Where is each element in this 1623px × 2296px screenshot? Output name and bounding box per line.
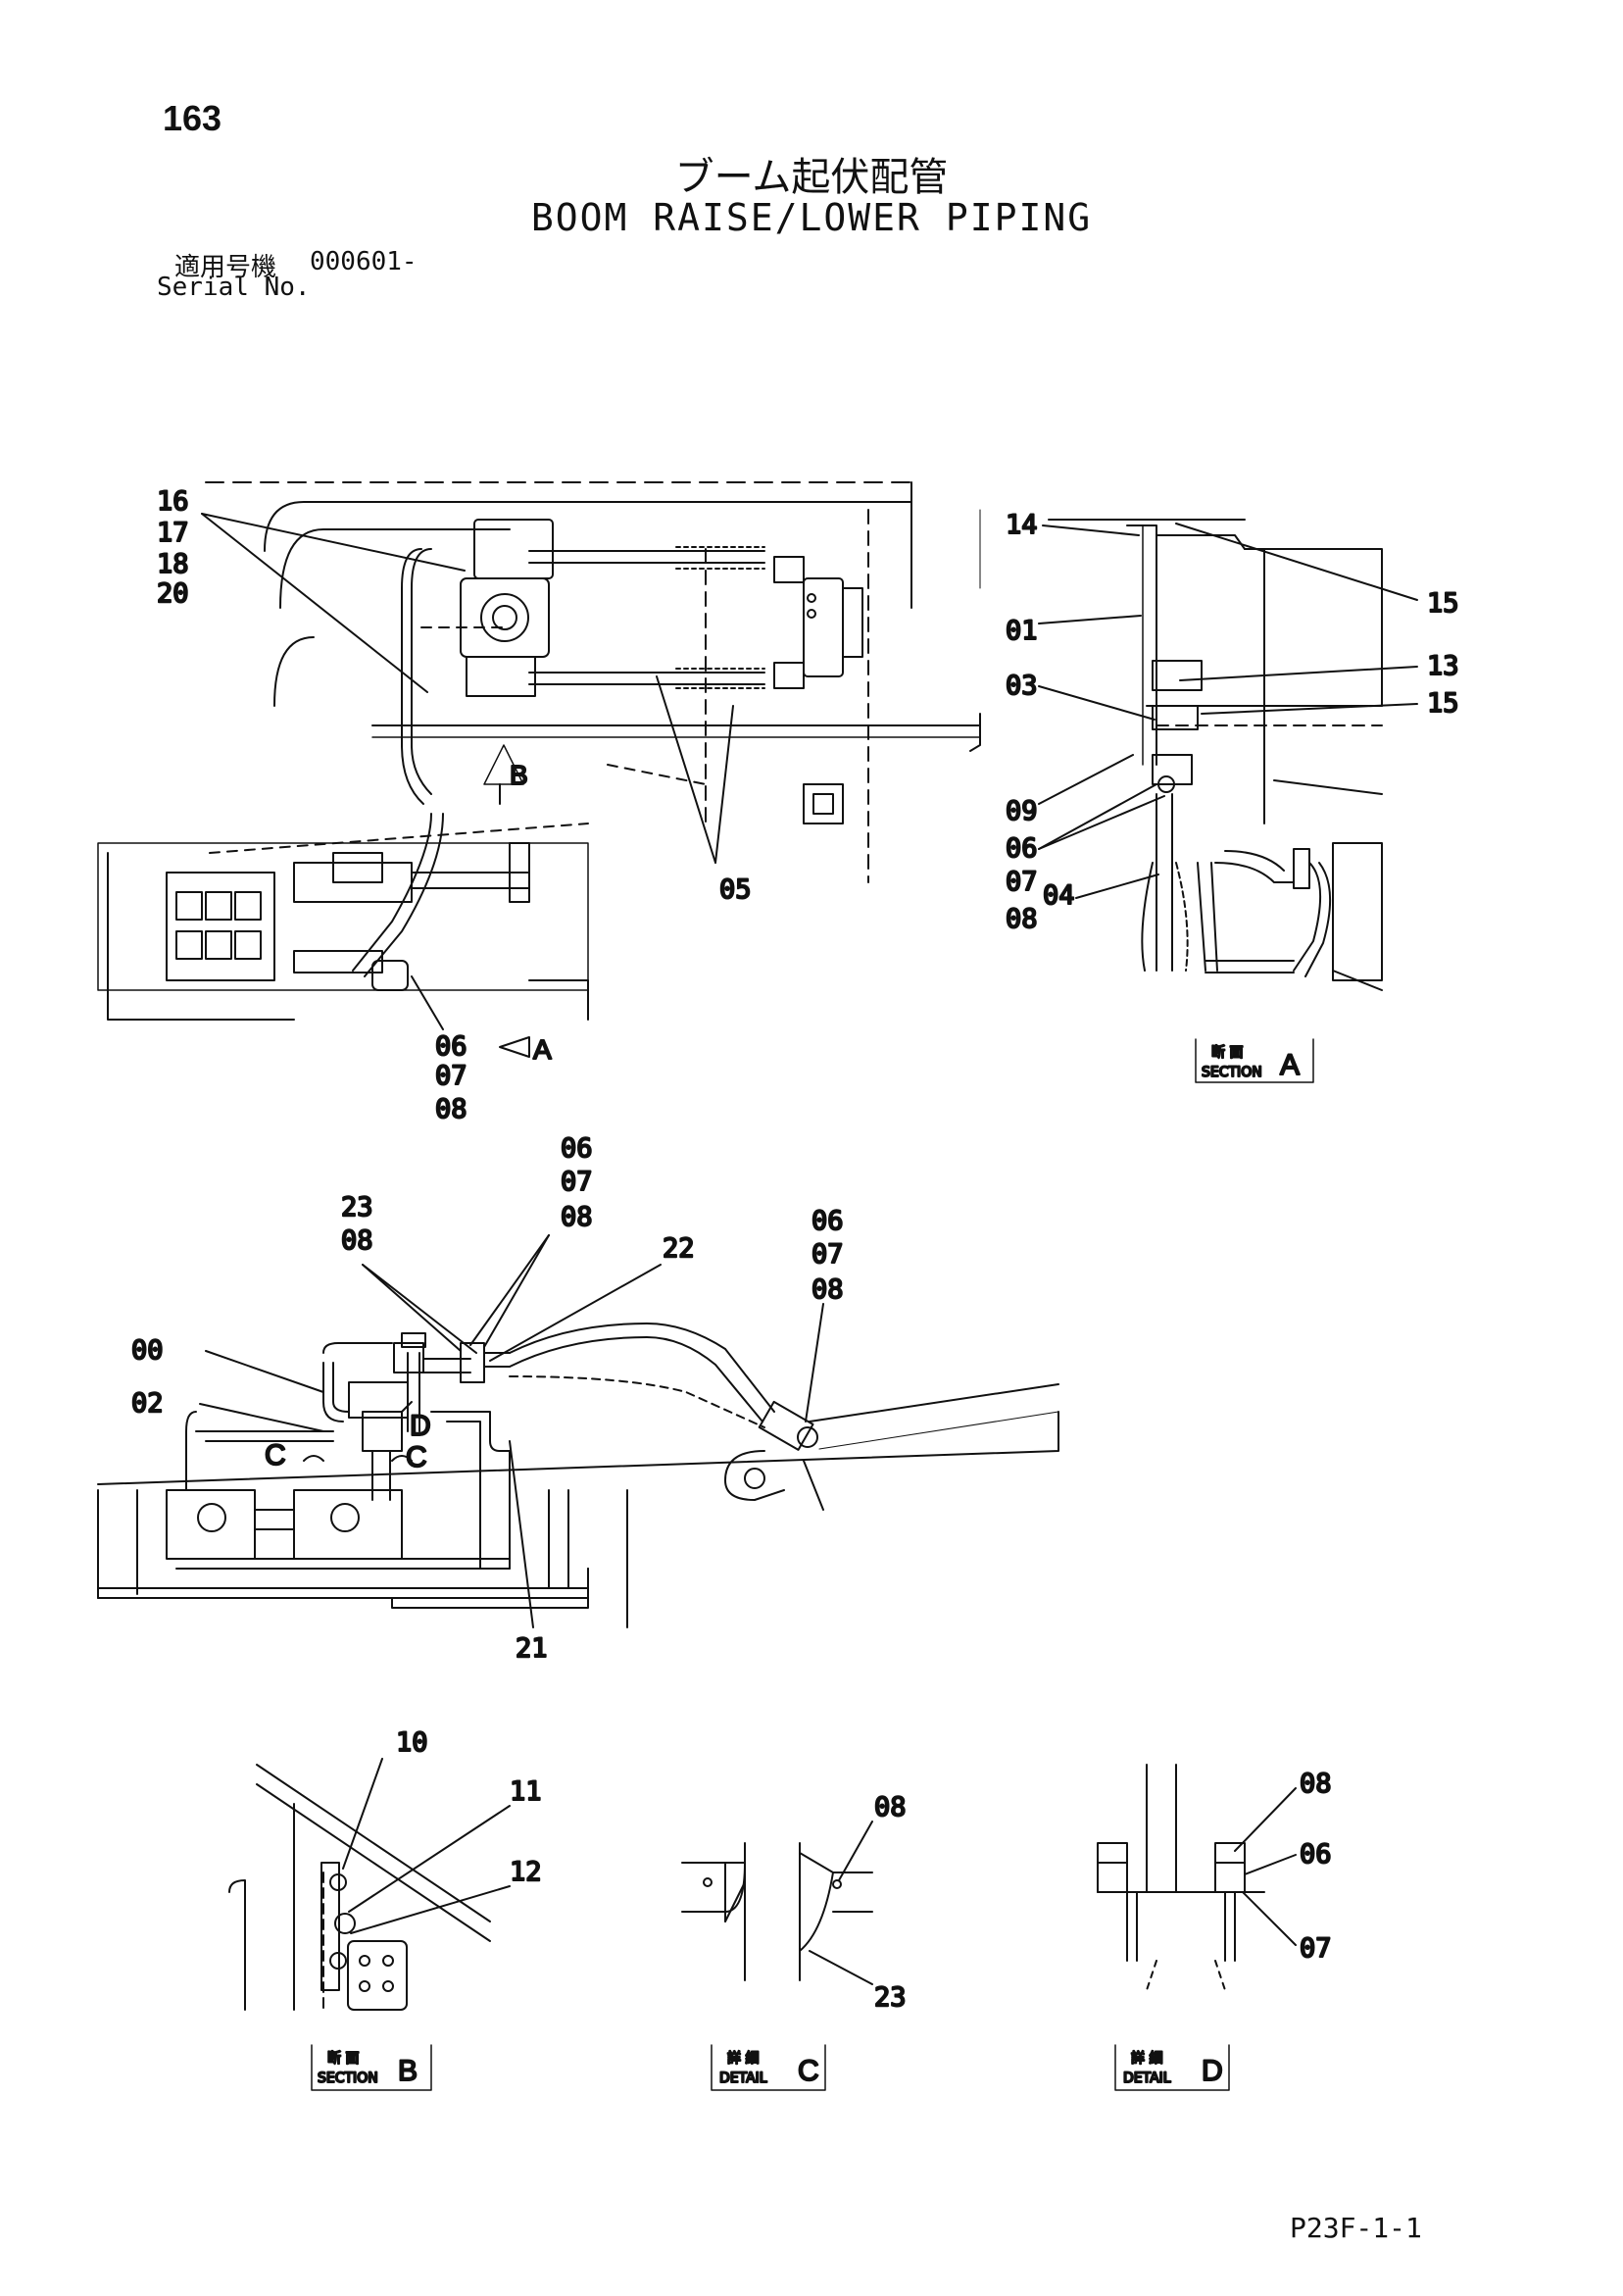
callout-08: 08 (435, 1094, 467, 1124)
detail-c-drawing (681, 1821, 873, 1985)
section-a-callout-13: 13 (1427, 651, 1459, 681)
section-a-callout-15-lower: 15 (1427, 688, 1459, 719)
section-a-label-letter: A (1280, 1049, 1300, 1081)
detail-c-callout-08: 08 (874, 1792, 907, 1822)
section-b-label: 断 面 SECTION B (311, 2044, 432, 2091)
middle-callout-07-a: 07 (561, 1167, 593, 1197)
middle-callout-02: 02 (131, 1388, 164, 1419)
detail-d-label-en: DETAIL (1123, 2071, 1171, 2086)
detail-c-label-en: DETAIL (719, 2071, 767, 2086)
middle-callout-21: 21 (516, 1633, 548, 1664)
section-a-label: 断 面 SECTION A (1195, 1038, 1314, 1083)
main-view-drawing: B A (97, 481, 981, 1066)
middle-callout-07-b: 07 (812, 1239, 844, 1270)
serial-label-japanese: 適用号機 (174, 253, 277, 282)
detail-c-label-jp: 詳 細 (727, 2051, 759, 2067)
middle-callout-08-c: 08 (812, 1274, 844, 1305)
middle-callout-23: 23 (341, 1192, 373, 1223)
view-marker-b: B (510, 760, 528, 790)
section-a-label-en: SECTION (1202, 1065, 1262, 1080)
detail-d-callout-06: 06 (1300, 1839, 1332, 1870)
detail-marker-c-right: C (406, 1441, 427, 1473)
middle-callout-06-b: 06 (812, 1206, 844, 1236)
section-b-label-letter: B (398, 2055, 418, 2087)
section-a-callout-04: 04 (1043, 880, 1075, 911)
detail-marker-d: D (410, 1410, 431, 1442)
section-a-drawing (979, 509, 1418, 991)
section-a-callout-14: 14 (1006, 510, 1038, 540)
detail-d-label: 詳 細 DETAIL D (1114, 2044, 1230, 2091)
title-japanese: ブーム起伏配管 (674, 155, 949, 200)
callout-20: 20 (157, 578, 189, 609)
detail-d-drawing (1097, 1764, 1297, 1991)
detail-d-label-letter: D (1202, 2055, 1223, 2087)
section-a-label-jp: 断 面 (1211, 1045, 1243, 1061)
section-b-callout-12: 12 (510, 1857, 542, 1887)
section-b-drawing (228, 1758, 511, 2011)
middle-callout-08-b: 08 (341, 1225, 373, 1256)
section-a-callout-01: 01 (1006, 616, 1038, 646)
drawing-code: P23F-1-1 (1290, 2212, 1422, 2244)
section-a-callout-15-upper: 15 (1427, 588, 1459, 619)
section-a-callout-09: 09 (1006, 796, 1038, 826)
detail-c-label-letter: C (798, 2055, 819, 2087)
middle-callout-00: 00 (131, 1335, 164, 1366)
section-b-label-en: SECTION (318, 2071, 378, 2086)
callout-05: 05 (719, 874, 752, 905)
section-a-callout-06: 06 (1006, 833, 1038, 864)
page-number: 163 (163, 98, 222, 138)
middle-callout-08-a: 08 (561, 1202, 593, 1232)
middle-view-drawing (97, 1234, 1059, 1628)
section-a-callout-07: 07 (1006, 867, 1038, 897)
callout-16: 16 (157, 486, 189, 517)
section-b-label-jp: 断 面 (327, 2051, 359, 2067)
title-english: BOOM RAISE/LOWER PIPING (530, 196, 1093, 239)
view-marker-a: A (533, 1034, 552, 1065)
detail-c-callout-23: 23 (874, 1982, 907, 2013)
serial-label-english: Serial No. (157, 273, 311, 302)
section-b-callout-10: 10 (396, 1727, 428, 1758)
detail-marker-c-left: C (265, 1439, 286, 1472)
detail-d-callout-08: 08 (1300, 1769, 1332, 1799)
section-b-callout-11: 11 (510, 1776, 542, 1807)
middle-callout-22: 22 (663, 1233, 695, 1264)
detail-d-label-jp: 詳 細 (1131, 2051, 1162, 2067)
serial-number-value: 000601- (310, 247, 418, 276)
callout-17: 17 (157, 518, 189, 548)
detail-c-label: 詳 細 DETAIL C (711, 2044, 826, 2091)
detail-d-callout-07: 07 (1300, 1933, 1332, 1964)
callout-18: 18 (157, 549, 189, 579)
section-a-callout-03: 03 (1006, 671, 1038, 701)
callout-06: 06 (435, 1031, 467, 1062)
section-a-callout-08: 08 (1006, 904, 1038, 934)
middle-callout-06-a: 06 (561, 1133, 593, 1164)
callout-07: 07 (435, 1061, 467, 1091)
